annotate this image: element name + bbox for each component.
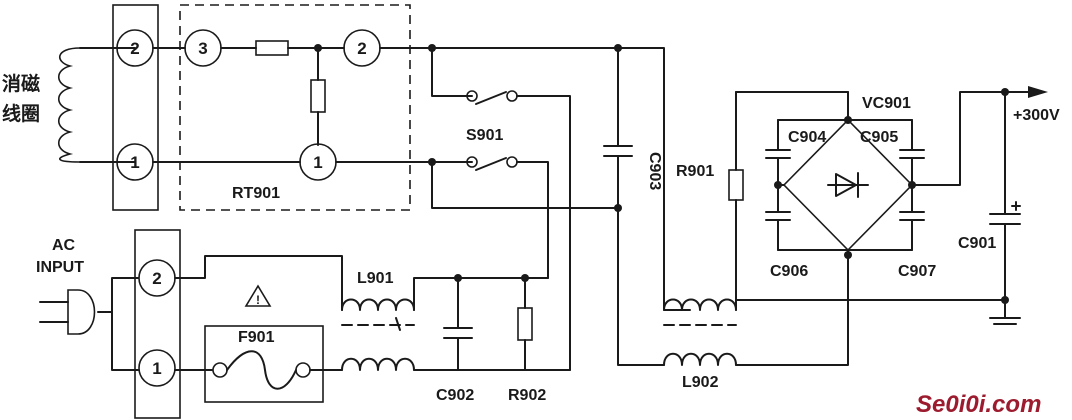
coil-label-line2: 线圈: [2, 102, 40, 125]
rt901-block: [152, 4, 433, 211]
c901-label: C901: [958, 235, 996, 252]
junction-c903-top: [614, 44, 622, 52]
l901-choke: [174, 255, 571, 371]
ac-pin-top: 2: [152, 269, 161, 288]
c905-label: C905: [860, 129, 898, 146]
c902-label: C902: [436, 387, 474, 404]
warning-triangle-icon: [244, 284, 272, 307]
rt-pin-3: 3: [198, 39, 207, 58]
l902-choke: [663, 254, 849, 366]
input-label: INPUT: [36, 259, 84, 276]
junction-r902-top: [521, 274, 529, 282]
ac-plug-icon: [39, 277, 139, 371]
junction-rt-top: [314, 44, 322, 52]
r901-label: R901: [676, 163, 714, 180]
r902-label: R902: [508, 387, 546, 404]
c906-label: C906: [770, 263, 808, 280]
l901-label: L901: [357, 270, 394, 287]
c901-capacitor: [989, 91, 1021, 319]
c903-label: C903: [646, 152, 663, 190]
junction-bridge-left: [774, 181, 782, 189]
ac-label: AC: [52, 237, 76, 254]
watermark-logo: Se0i0i.com: [916, 391, 1041, 418]
vc901-label: VC901: [862, 95, 911, 112]
rt901-label: RT901: [232, 185, 280, 202]
output-arrow-icon: [1028, 86, 1048, 98]
junction-bridge-bottom: [844, 251, 852, 259]
s901-label: S901: [466, 127, 503, 144]
warning-mark: !: [256, 293, 260, 307]
rt-pin-1: 1: [313, 153, 322, 172]
ac-connector: [134, 229, 181, 419]
coil-label-line1: 消磁: [2, 72, 40, 95]
rt-pin-2: 2: [357, 39, 366, 58]
r901-resistor: [728, 91, 849, 301]
l902-label: L902: [682, 374, 719, 391]
junction-bridge-top: [844, 116, 852, 124]
junction-c903-bottom: [614, 204, 622, 212]
c904-label: C904: [788, 129, 826, 146]
ac-pin-bottom: 1: [152, 359, 161, 378]
junction-output: [1001, 88, 1009, 96]
junction-s-bottom: [428, 158, 436, 166]
degauss-pin-bottom: 1: [130, 153, 139, 172]
vc901-bridge: [753, 91, 1029, 301]
junction-ground: [1001, 296, 1009, 304]
c907-label: C907: [898, 263, 936, 280]
c903-capacitor: [603, 47, 691, 366]
degauss-coil: [57, 47, 136, 163]
ground-icon: [989, 317, 1021, 325]
s901-switch: [431, 47, 619, 371]
degauss-connector: [112, 4, 159, 211]
f901-label: F901: [238, 329, 275, 346]
degauss-pin-top: 2: [130, 39, 139, 58]
c902-capacitor: [443, 277, 473, 371]
junction-s-top: [428, 44, 436, 52]
plus300-label: +300V: [1013, 107, 1060, 124]
junction-bridge-right: [908, 181, 916, 189]
f901-fuse: [174, 325, 343, 403]
r902-resistor: [517, 277, 533, 371]
junction-c902-top: [454, 274, 462, 282]
